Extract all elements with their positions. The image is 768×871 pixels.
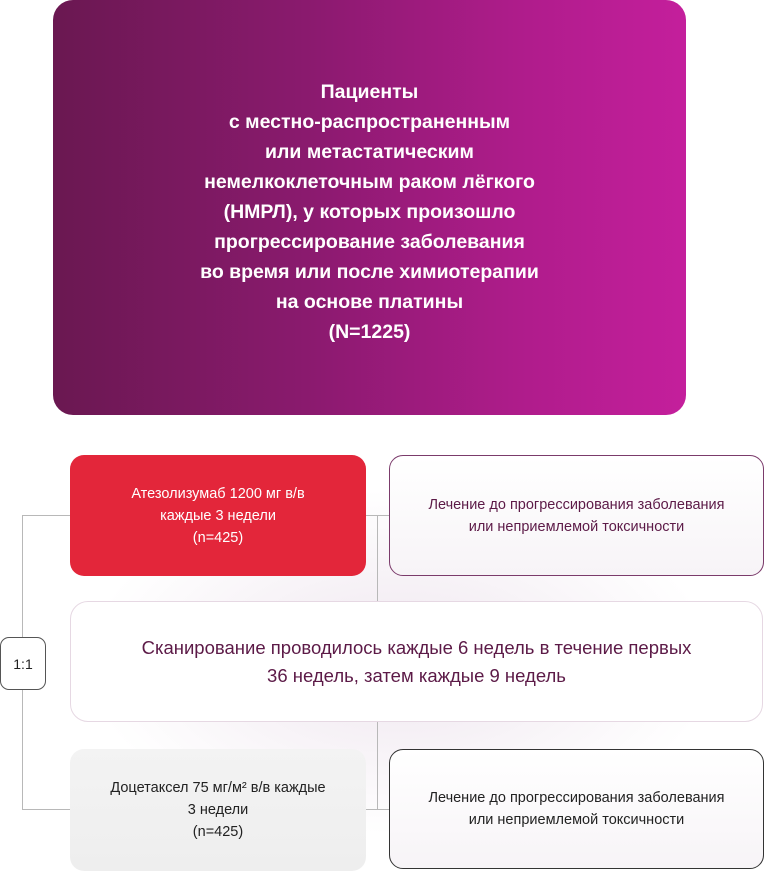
arm-docetaxel-box: Доцетаксел 75 мг/м² в/в каждые 3 недели … — [70, 749, 366, 871]
population-line: на основе платины — [275, 290, 464, 313]
population-line: прогрессирование заболевания — [214, 230, 525, 253]
population-line: немелкоклеточным раком лёгкого — [204, 170, 535, 193]
connector-left-vertical-lower — [22, 690, 23, 810]
arm-drug-dose: Атезолизумаб 1200 мг в/в — [131, 485, 305, 502]
arm-drug-dose: Доцетаксел 75 мг/м² в/в каждые — [110, 780, 326, 796]
outcome-docetaxel-box: Лечение до прогрессирования заболевания … — [389, 749, 764, 869]
connector-bottom-mid — [366, 809, 389, 810]
outcome-line: или неприемлемой токсичности — [468, 812, 685, 828]
arm-atezolizumab-box: Атезолизумаб 1200 мг в/в каждые 3 недели… — [70, 455, 366, 576]
ratio-label: 1:1 — [13, 655, 33, 672]
connector-top-left — [22, 515, 70, 516]
outcome-atezolizumab-box: Лечение до прогрессирования заболевания … — [389, 455, 764, 576]
population-line: или метастатическим — [265, 140, 474, 163]
outcome-line: или неприемлемой токсичности — [468, 518, 685, 535]
population-count: (N=1225) — [328, 320, 411, 343]
outcome-line: Лечение до прогрессирования заболевания — [428, 790, 725, 806]
scan-line: Сканирование проводилось каждые 6 недель… — [141, 636, 692, 658]
arm-count: (n=425) — [192, 824, 244, 840]
arm-count: (n=425) — [192, 529, 244, 546]
population-line: во время или после химиотерапии — [200, 260, 539, 283]
arm-schedule: 3 недели — [187, 802, 249, 818]
arm-schedule: каждые 3 недели — [160, 507, 276, 524]
population-line: с местно-распространенным — [228, 110, 511, 133]
population-line: Пациенты — [320, 80, 419, 103]
randomization-ratio-badge: 1:1 — [0, 637, 46, 690]
outcome-line: Лечение до прогрессирования заболевания — [428, 496, 725, 513]
population-box: Пациенты с местно-распространенным или м… — [53, 0, 686, 415]
connector-left-vertical — [22, 515, 23, 637]
population-line: (НМРЛ), у которых произошло — [223, 200, 516, 223]
scan-schedule-box: Сканирование проводилось каждые 6 недель… — [70, 601, 763, 722]
connector-bottom-left — [22, 809, 70, 810]
scan-line: 36 недель, затем каждые 9 недель — [267, 664, 566, 686]
